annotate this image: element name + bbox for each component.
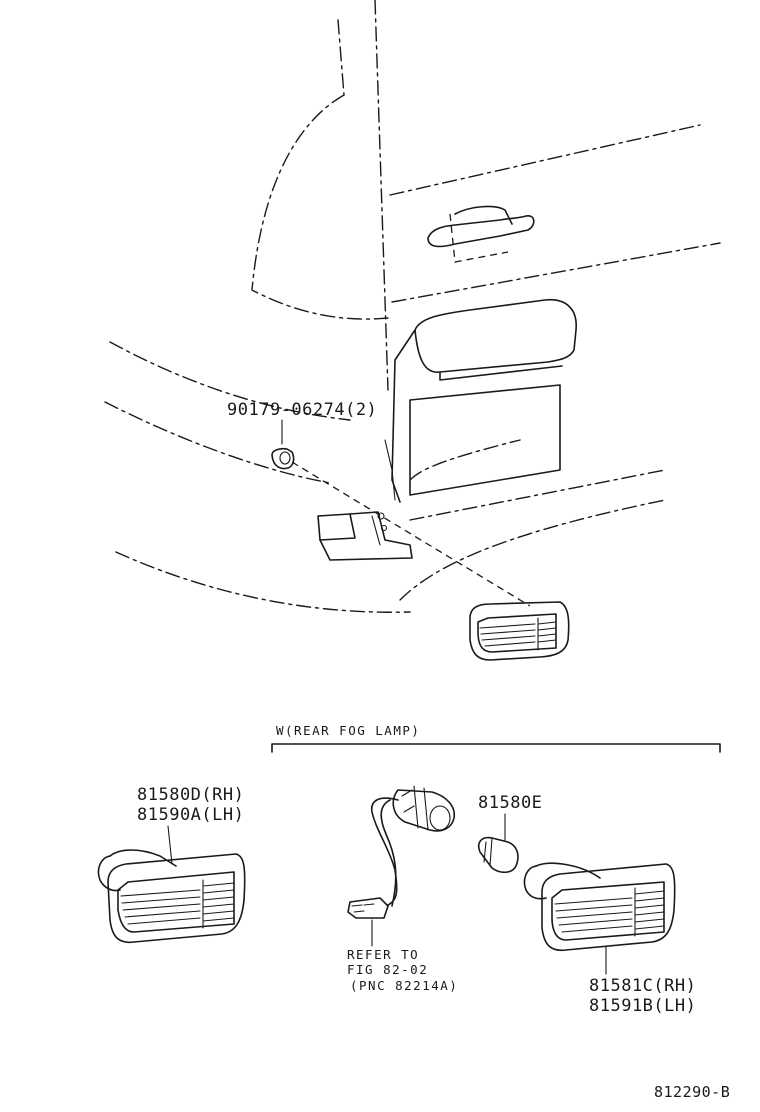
- left-lamp-rh-part: 81580D(RH): [137, 785, 244, 805]
- left-lamp-leader: [167, 825, 173, 865]
- clip-assembly-line: [291, 461, 531, 607]
- right-lamp-rh-part: 81581C(RH): [589, 976, 696, 996]
- clip-part: [271, 447, 295, 470]
- installed-lamp: [469, 601, 570, 661]
- section-label: W(REAR FOG LAMP): [276, 723, 420, 738]
- left-lamp-assembly: [97, 849, 246, 944]
- bulb-part-number: 81580E: [478, 793, 542, 813]
- right-lamp-lh-part: 81591B(LH): [589, 996, 696, 1016]
- refer-text-line2: FIG 82-02: [347, 962, 428, 977]
- wire-harness-socket: [347, 785, 456, 919]
- vehicle-body-outline: [104, 0, 721, 613]
- bulb: [477, 836, 519, 874]
- left-lamp-lh-part: 81590A(LH): [137, 805, 244, 825]
- refer-text-line3: (PNC 82214A): [350, 978, 458, 993]
- back-door-garnish: [384, 299, 577, 503]
- section-bracket: [271, 743, 721, 753]
- refer-text-line1: REFER TO: [347, 947, 419, 962]
- figure-code: 812290-B: [654, 1083, 730, 1101]
- clip-part-number: 90179-06274(2): [227, 400, 377, 420]
- right-lamp-assembly: [523, 862, 676, 952]
